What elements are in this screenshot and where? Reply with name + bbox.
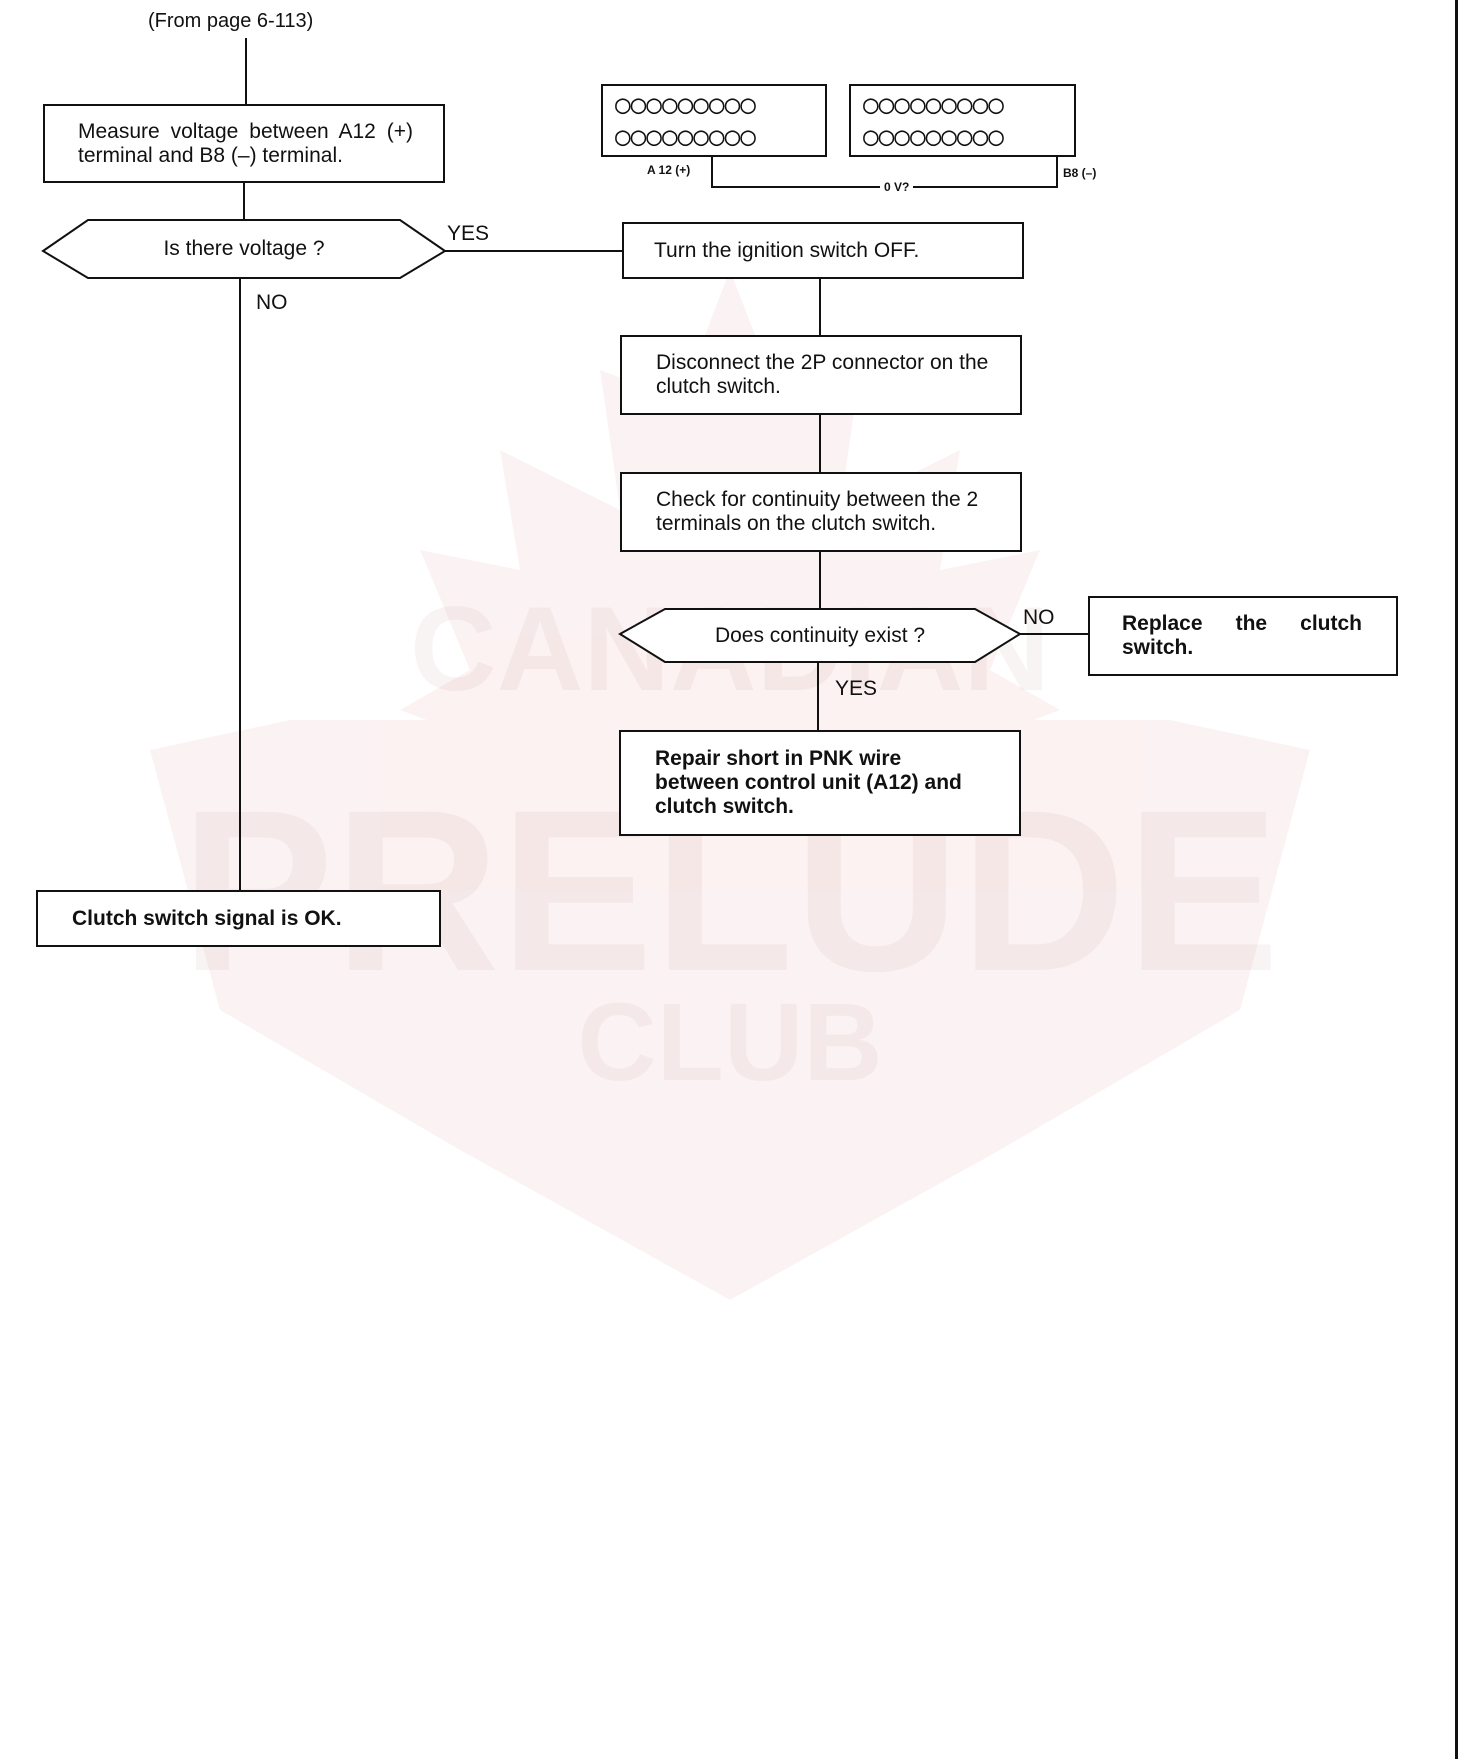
step-disconnect-connector: Disconnect the 2P connector on the clutc… <box>620 335 1022 415</box>
step-turn-ignition-off-text: Turn the ignition switch OFF. <box>654 238 920 262</box>
page-border <box>1455 0 1458 1759</box>
step-disconnect-connector-text: Disconnect the 2P connector on the clutc… <box>656 351 989 398</box>
connector-b-row-top: ○○○○○○○○○ <box>863 90 1004 120</box>
decision-voltage: Is there voltage ? <box>163 237 325 260</box>
step-measure-voltage: Measure voltage between A12 (+) terminal… <box>43 104 445 183</box>
from-page-reference: (From page 6-113) <box>148 10 314 32</box>
step-replace-clutch-switch: Replace the clutch switch. <box>1088 596 1398 676</box>
label-no-continuity: NO <box>1023 606 1055 629</box>
step-turn-ignition-off: Turn the ignition switch OFF. <box>622 222 1024 279</box>
connector-b: ○○○○○○○○○ ○○○○○○○○○ <box>849 84 1076 157</box>
step-repair-short: Repair short in PNK wire between control… <box>619 730 1021 836</box>
step-measure-voltage-text: Measure voltage between A12 (+) terminal… <box>78 119 413 167</box>
connector-b-row-bottom: ○○○○○○○○○ <box>863 122 1004 152</box>
step-check-continuity: Check for continuity between the 2 termi… <box>620 472 1022 552</box>
label-yes-continuity: YES <box>835 677 878 700</box>
label-no-voltage: NO <box>256 291 288 314</box>
connector-label-a12: A 12 (+) <box>647 163 691 177</box>
step-clutch-signal-ok-text: Clutch switch signal is OK. <box>72 906 342 930</box>
decision-voltage-shape <box>41 219 447 279</box>
connector-a: ○○○○○○○○○ ○○○○○○○○○ <box>601 84 827 157</box>
decision-continuity: Does continuity exist ? <box>714 623 926 647</box>
label-yes-voltage: YES <box>447 222 490 245</box>
watermark-line3: CLUB <box>577 981 883 1104</box>
decision-continuity-shape <box>618 608 1022 663</box>
step-check-continuity-text: Check for continuity between the 2 termi… <box>656 488 979 535</box>
step-replace-clutch-switch-text: Replace the clutch switch. <box>1122 612 1362 659</box>
connector-label-b8: B8 (–) <box>1063 166 1097 180</box>
connector-a-row-top: ○○○○○○○○○ <box>615 90 756 120</box>
connector-a-row-bottom: ○○○○○○○○○ <box>615 122 756 152</box>
step-repair-short-text: Repair short in PNK wire between control… <box>655 747 962 818</box>
connector-label-voltage: 0 V? <box>880 180 914 194</box>
step-clutch-signal-ok: Clutch switch signal is OK. <box>36 890 441 947</box>
